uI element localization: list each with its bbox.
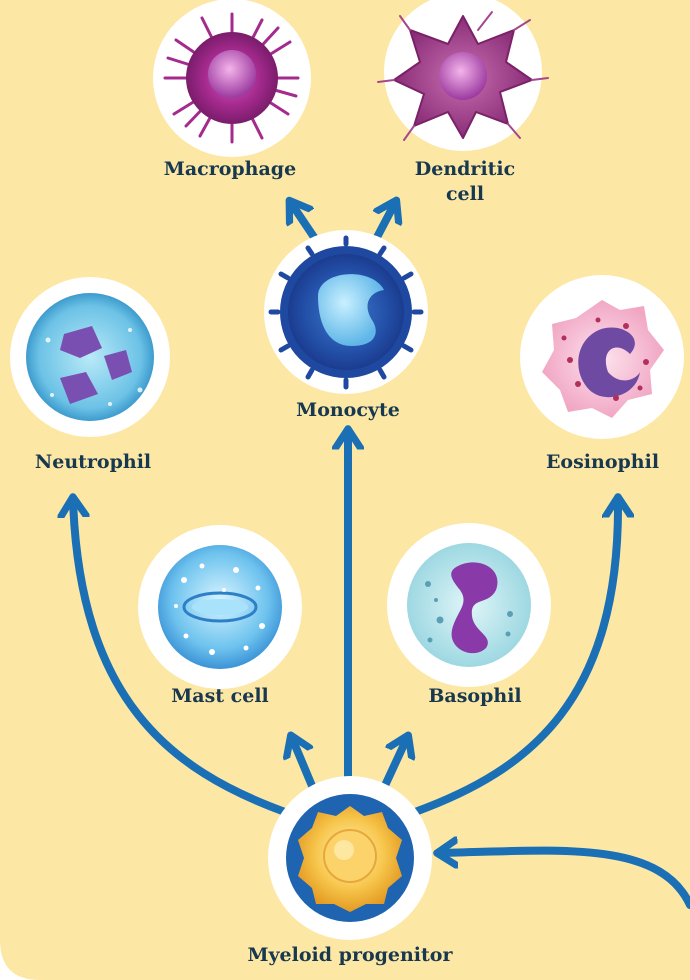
monocyte-label: Monocyte <box>268 398 428 423</box>
neutrophil-label: Neutrophil <box>8 450 178 475</box>
dendritic-cell-label-line1: Dendritic <box>390 157 540 182</box>
myeloid-progenitor-label: Myeloid progenitor <box>200 943 500 968</box>
eosinophil-label: Eosinophil <box>515 450 690 475</box>
myeloid-progenitor-cell-icon <box>268 776 432 940</box>
eosinophil-cell-icon <box>520 275 684 439</box>
mast-cell-icon <box>138 525 302 689</box>
macrophage-cell-icon <box>153 0 311 157</box>
basophil-cell-icon <box>387 523 551 687</box>
dendritic-cell-label-line2: cell <box>390 182 540 207</box>
monocyte-cell-icon <box>264 230 428 394</box>
basophil-label: Basophil <box>400 684 550 709</box>
mast-cell-label: Mast cell <box>145 684 295 709</box>
dendritic-cell-label: Dendritic cell <box>390 157 540 207</box>
macrophage-label: Macrophage <box>145 157 315 182</box>
neutrophil-cell-icon <box>10 277 170 437</box>
